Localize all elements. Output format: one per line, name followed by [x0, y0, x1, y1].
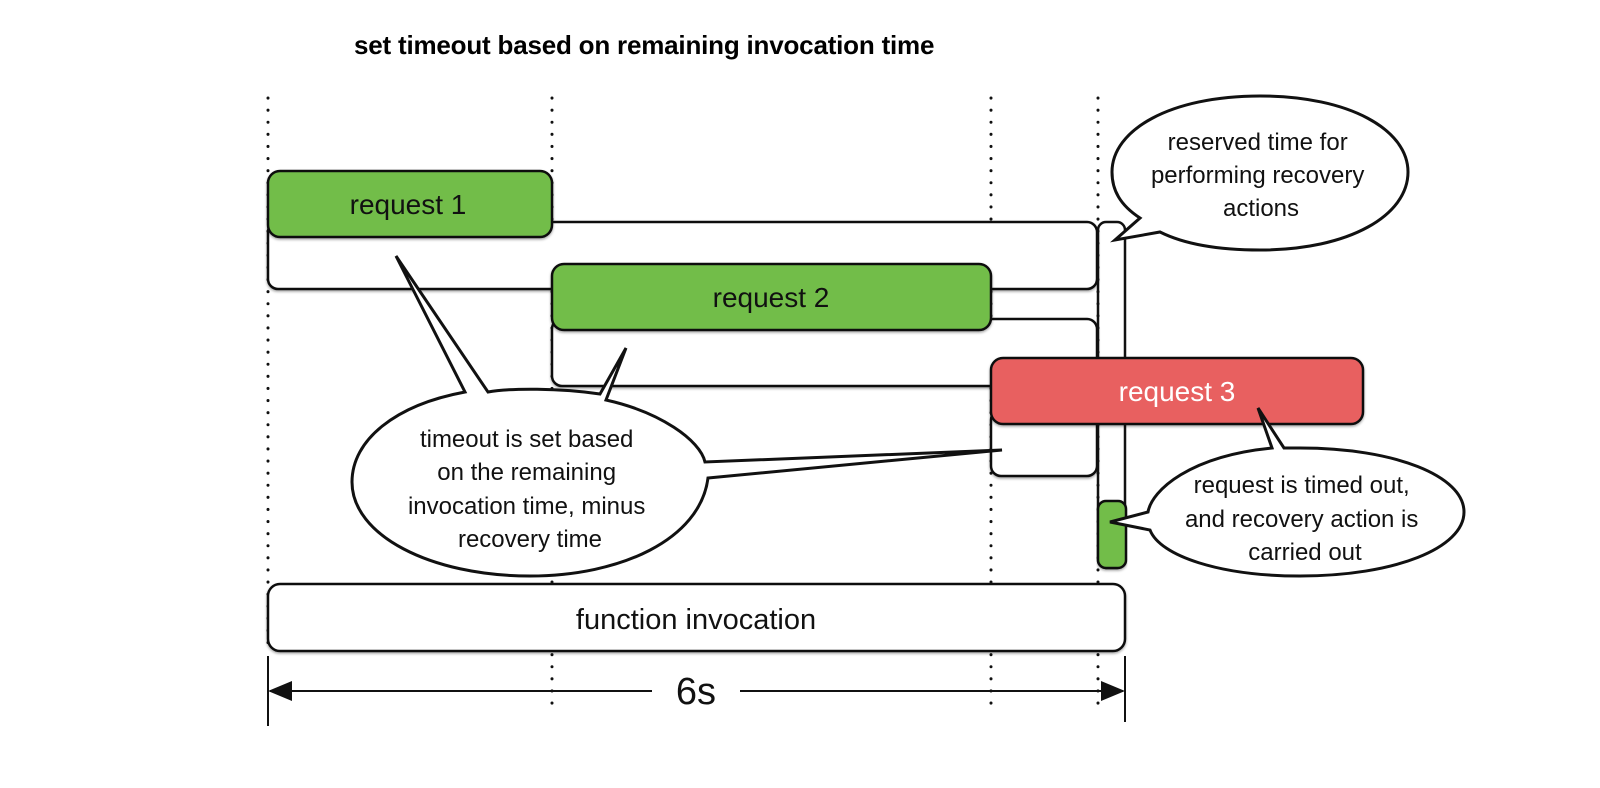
- callout-line: timeout is set based: [420, 426, 633, 453]
- callout-line: invocation time, minus: [408, 493, 645, 520]
- svg-text:timeout is set based on: timeout is set based on the remaining in…: [408, 426, 652, 553]
- callout-bubble: [350, 255, 1003, 578]
- diagram-title: set timeout based on remaining invocatio…: [354, 30, 935, 60]
- function-invocation: function invocation: [266, 582, 1127, 653]
- callout-line: actions: [1223, 195, 1299, 222]
- svg-text:reserved time for perfor: reserved time for performing recovery ac…: [1151, 129, 1371, 222]
- request-1-label: request 1: [350, 189, 467, 220]
- callout-line: recovery time: [458, 526, 602, 553]
- function-invocation-label: function invocation: [576, 604, 816, 636]
- callout-timed-out: request is timed out, and recovery actio…: [1109, 407, 1466, 578]
- callout-bubble: [1109, 94, 1410, 252]
- recovery-action-bar: [1096, 499, 1128, 570]
- function-invocation-bar: [266, 582, 1127, 653]
- request-1-bar: [266, 169, 554, 239]
- callout-line: reserved time for: [1168, 129, 1348, 156]
- request-2-label: request 2: [713, 282, 830, 313]
- duration-label: 6s: [676, 671, 716, 713]
- callout-bubble: [1109, 407, 1466, 578]
- callout-line: request is timed out,: [1194, 472, 1410, 499]
- callout-timeout-set: timeout is set based on the remaining in…: [350, 255, 1003, 578]
- callout-line: performing recovery: [1151, 162, 1364, 189]
- callout-line: on the remaining: [437, 459, 616, 486]
- request-2: request 2: [550, 262, 993, 332]
- svg-text:request is timed out, an: request is timed out, and recovery actio…: [1185, 472, 1425, 566]
- request-2-bar: [550, 262, 993, 332]
- callout-line: and recovery action is: [1185, 506, 1418, 533]
- duration-measure: 6s: [267, 656, 1126, 726]
- request-3-label: request 3: [1119, 376, 1236, 407]
- request-1: request 1: [266, 169, 554, 239]
- callout-reserved-time: reserved time for performing recovery ac…: [1109, 94, 1410, 252]
- request-3-bar: [989, 356, 1365, 426]
- request-3: request 3: [989, 356, 1365, 426]
- callout-line: carried out: [1248, 539, 1362, 566]
